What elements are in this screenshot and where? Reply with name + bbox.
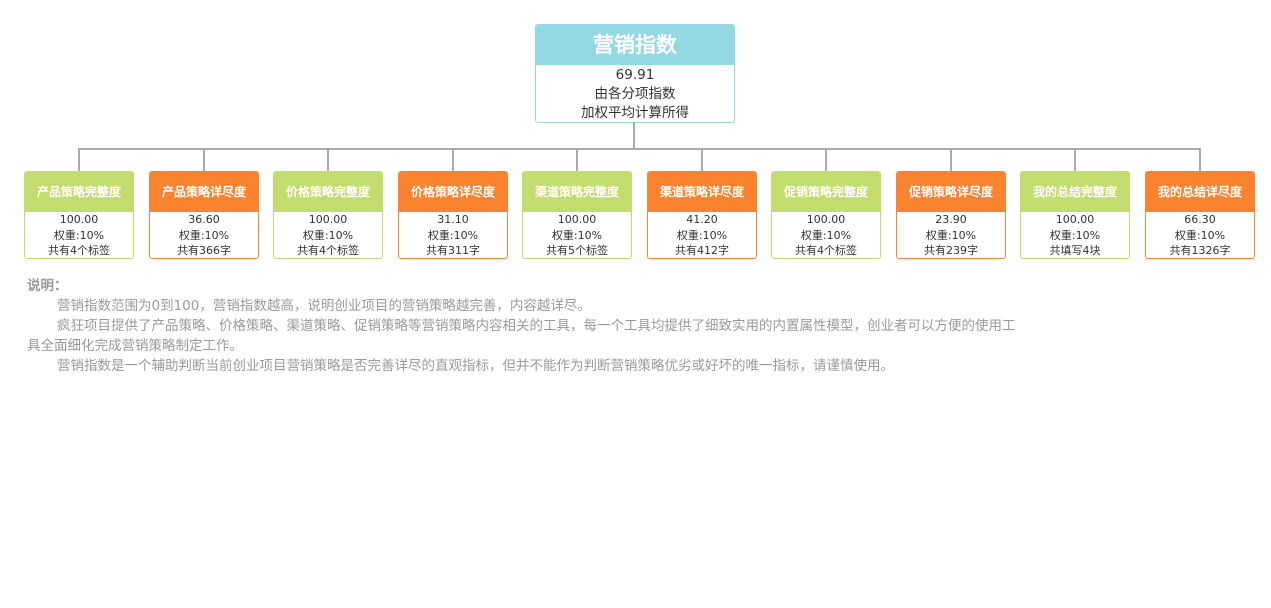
root-node-card: 营销指数 69.91 由各分项指数 加权平均计算所得 [535,24,735,123]
child-node-title: 我的总结详尽度 [1146,172,1254,212]
child-node-value: 66.30 [1184,213,1216,226]
child-node-weight: 权重:10% [53,228,105,242]
root-node-desc-line2: 加权平均计算所得 [581,105,689,121]
child-node-value: 36.60 [188,213,220,226]
notes-paragraph-2: 疯狂项目提供了产品策略、价格策略、渠道策略、促销策略等营销策略内容相关的工具，每… [27,318,1016,354]
child-node-title: 促销策略详尽度 [897,172,1005,212]
notes-section: 说明： 营销指数范围为0到100，营销指数越高，说明创业项目的营销策略越完善，内… [27,276,1017,376]
child-node-value: 31.10 [437,213,469,226]
child-node-title: 渠道策略完整度 [523,172,631,212]
child-node-detail: 共有366字 [177,244,231,257]
child-node-value: 23.90 [935,213,967,226]
root-node-value: 69.91 [615,67,655,83]
child-node-detail: 共有239字 [924,244,978,257]
child-node-weight: 权重:10% [302,228,354,242]
child-node-weight: 权重:10% [1174,228,1226,242]
root-node-title: 营销指数 [536,25,734,65]
child-node-detail: 共填写4块 [1049,244,1101,257]
child-node-detail: 共有4个标签 [795,244,857,257]
child-node-detail: 共有1326字 [1169,244,1231,257]
child-node-value: 100.00 [59,213,99,226]
notes-paragraph-1: 营销指数范围为0到100，营销指数越高，说明创业项目的营销策略越完善，内容越详尽… [57,298,591,314]
child-node-weight: 权重:10% [1049,228,1101,242]
child-node-detail: 共有4个标签 [48,244,110,257]
child-node-weight: 权重:10% [427,228,479,242]
child-node-value: 100.00 [806,213,846,226]
child-node-value: 100.00 [557,213,597,226]
child-node-weight: 权重:10% [925,228,977,242]
child-node-value: 41.20 [686,213,718,226]
tree-connector-lines [78,122,1201,171]
child-node-weight: 权重:10% [178,228,230,242]
child-node-title: 产品策略详尽度 [150,172,258,212]
child-node-title: 价格策略完整度 [274,172,382,212]
child-node-title: 促销策略完整度 [772,172,880,212]
child-node-weight: 权重:10% [676,228,728,242]
notes-title: 说明： [27,278,68,294]
child-node-title: 价格策略详尽度 [399,172,507,212]
root-node-desc-line1: 由各分项指数 [594,86,676,102]
child-node-detail: 共有4个标签 [297,244,359,257]
child-node-value: 100.00 [1055,213,1095,226]
child-node-weight: 权重:10% [800,228,852,242]
child-node-title: 产品策略完整度 [25,172,133,212]
child-node-detail: 共有5个标签 [546,244,608,257]
child-node-value: 100.00 [308,213,348,226]
child-node-detail: 共有412字 [675,244,729,257]
child-node-weight: 权重:10% [551,228,603,242]
child-node-title: 渠道策略详尽度 [648,172,756,212]
child-node-title: 我的总结完整度 [1021,172,1129,212]
notes-paragraph-3: 营销指数是一个辅助判断当前创业项目营销策略是否完善详尽的直观指标，但并不能作为判… [57,358,894,374]
child-node-detail: 共有311字 [426,244,480,257]
